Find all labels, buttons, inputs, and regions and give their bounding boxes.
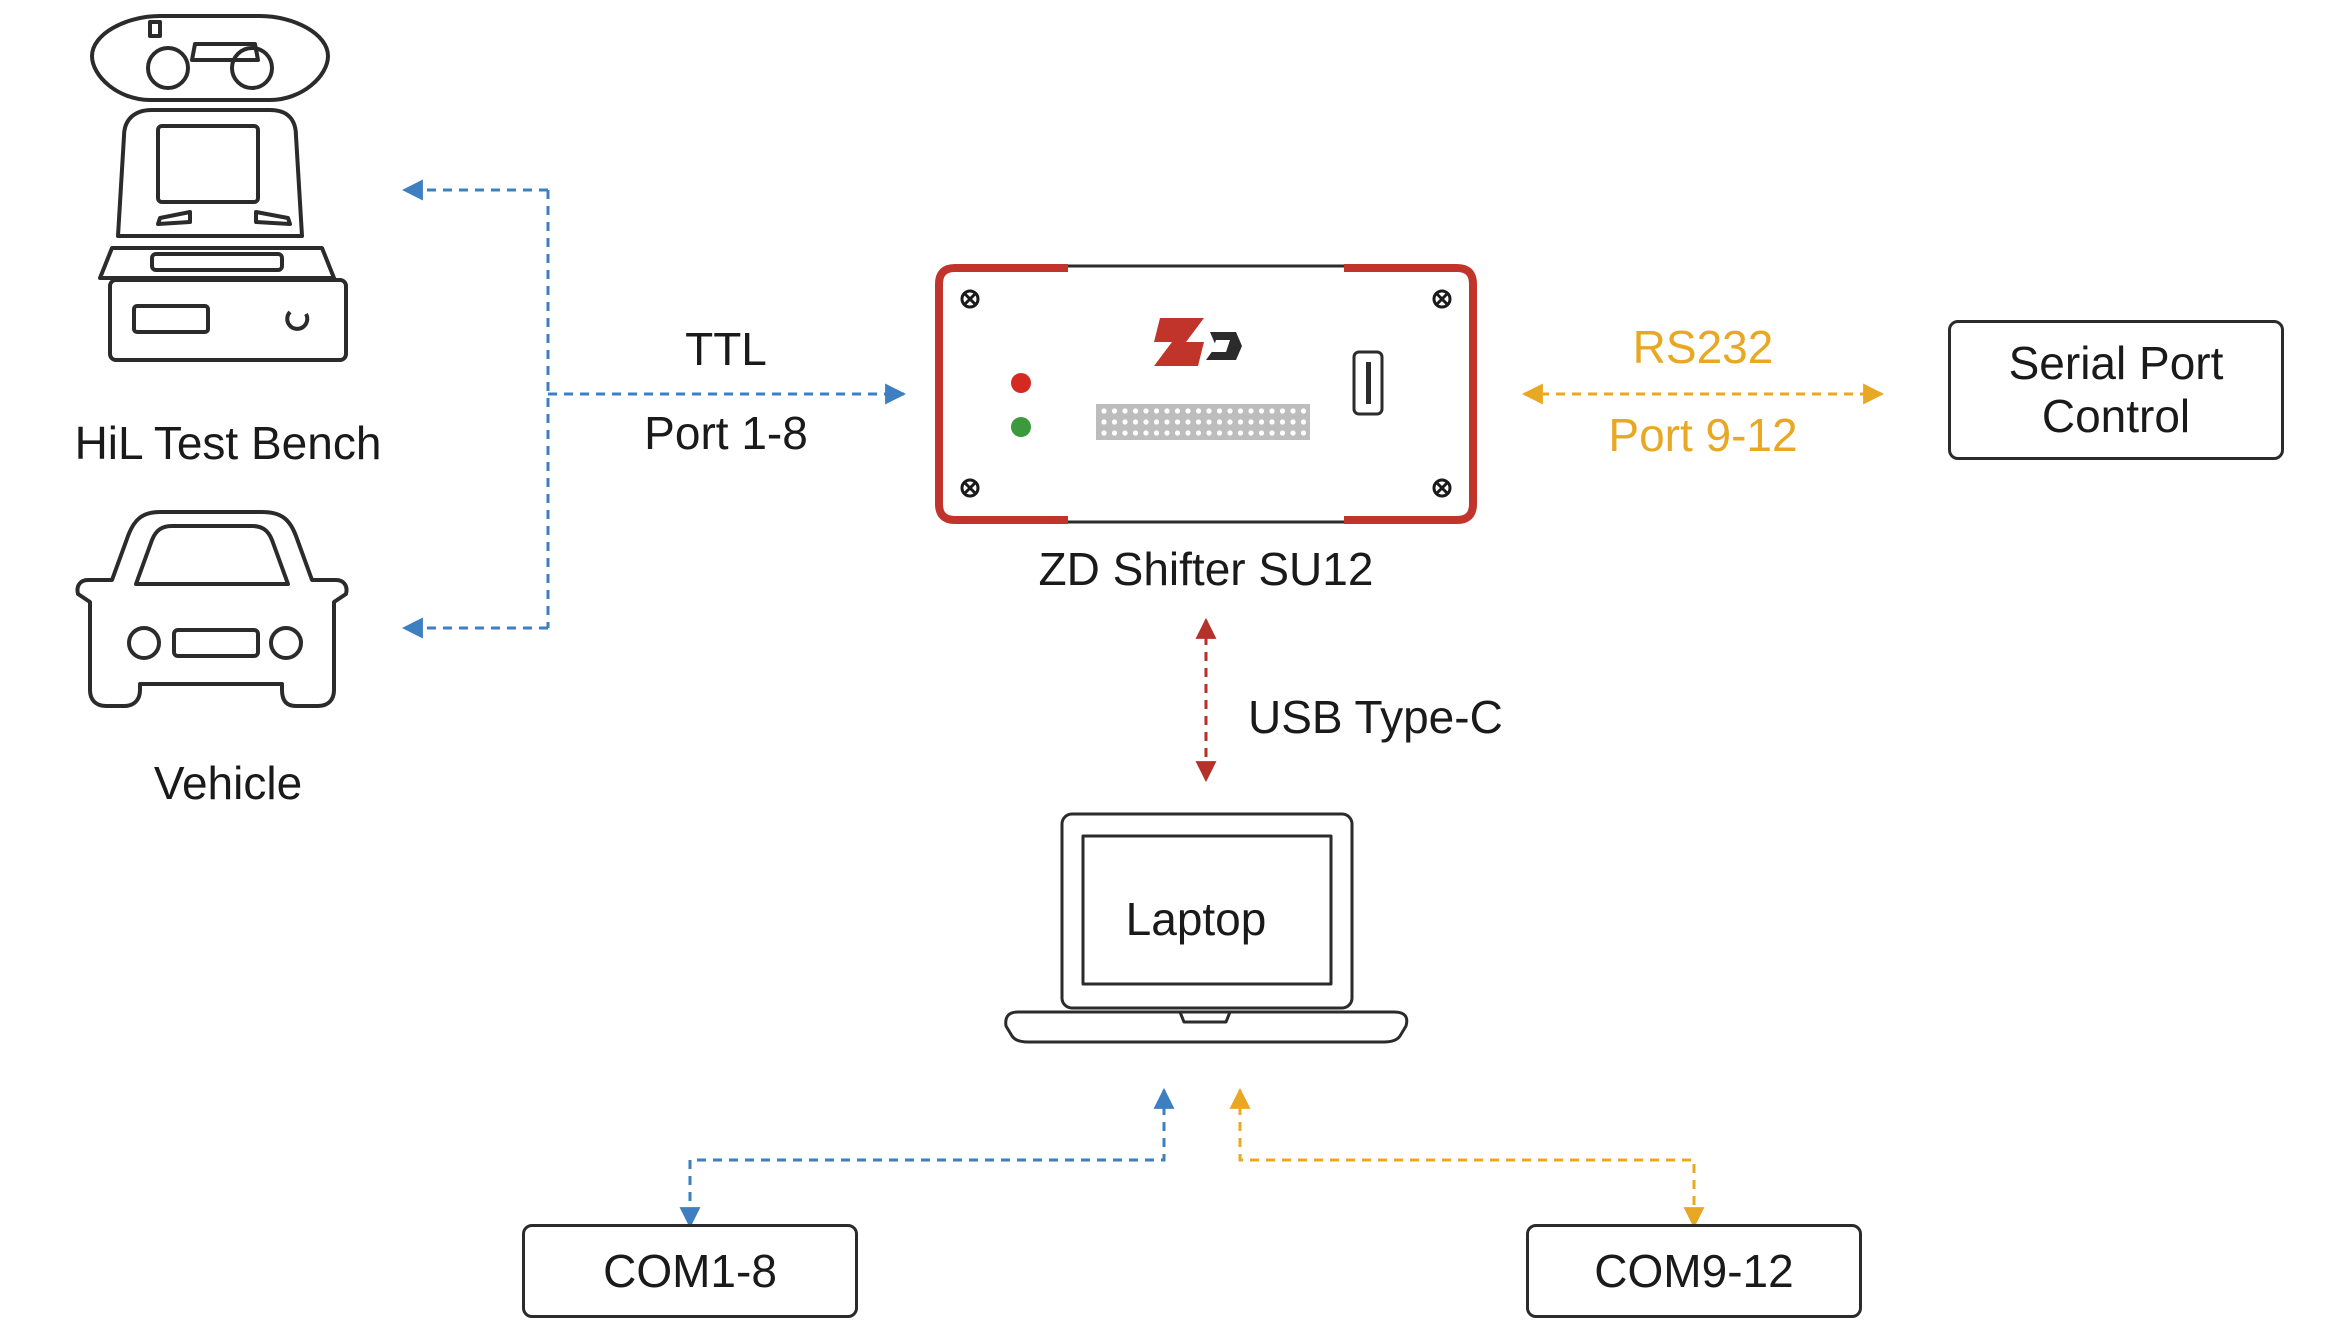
connector-pin bbox=[1164, 408, 1170, 414]
connector-pin bbox=[1237, 419, 1244, 425]
connector-pin bbox=[1279, 408, 1286, 414]
laptop-label: Laptop bbox=[1125, 893, 1267, 945]
vehicle-icon bbox=[75, 510, 349, 708]
connector-pin bbox=[1111, 430, 1118, 436]
usb-label: USB Type-C bbox=[1248, 691, 1503, 743]
connector-pin bbox=[1216, 408, 1223, 414]
connector-pin bbox=[1258, 430, 1265, 436]
connector-pin bbox=[1206, 430, 1212, 436]
connector-pin bbox=[1153, 419, 1160, 425]
connector-pin bbox=[1206, 419, 1212, 425]
connector-pin bbox=[1279, 419, 1286, 425]
connector-pin bbox=[1227, 408, 1233, 414]
connector-pin bbox=[1132, 430, 1139, 436]
connector-pin bbox=[1237, 430, 1244, 436]
laptop-icon bbox=[1004, 812, 1409, 1044]
hil-test-bench-label: HiL Test Bench bbox=[74, 417, 382, 469]
connector-pin bbox=[1101, 408, 1107, 414]
connector-pin bbox=[1290, 430, 1296, 436]
connector-pin bbox=[1132, 419, 1139, 425]
connector-pin bbox=[1143, 430, 1149, 436]
serial-port-control-box: Serial Port Control bbox=[1948, 320, 2284, 460]
connector-pin bbox=[1227, 430, 1233, 436]
connector-pin bbox=[1227, 419, 1233, 425]
connector-pin bbox=[1290, 419, 1296, 425]
connector-pin bbox=[1153, 408, 1160, 414]
connector-pin bbox=[1216, 419, 1223, 425]
connector-pin bbox=[1290, 408, 1296, 414]
connector-pin bbox=[1269, 408, 1275, 414]
connector-pin bbox=[1206, 408, 1212, 414]
connector-pin bbox=[1122, 430, 1128, 436]
connector-pin bbox=[1122, 408, 1128, 414]
connector-pin bbox=[1195, 419, 1202, 425]
connector-pin bbox=[1153, 430, 1160, 436]
com9-12-link bbox=[1229, 1087, 1705, 1229]
connector-pin bbox=[1143, 419, 1149, 425]
connector-pin bbox=[1258, 408, 1265, 414]
connector-pin bbox=[1101, 419, 1107, 425]
connector-pin bbox=[1269, 430, 1275, 436]
connector-pin bbox=[1248, 408, 1254, 414]
connector-pin bbox=[1185, 408, 1191, 414]
ttl-ports-label: Port 1-8 bbox=[644, 407, 808, 459]
com1-8-box: COM1-8 bbox=[522, 1224, 858, 1318]
connector-pin bbox=[1300, 430, 1307, 436]
pin-grid bbox=[1101, 408, 1307, 436]
connector-pin bbox=[1164, 430, 1170, 436]
connector-pin bbox=[1111, 419, 1118, 425]
com1-8-label: COM1-8 bbox=[603, 1244, 777, 1297]
serial-port-control-line2: Control bbox=[2041, 390, 2191, 442]
connector-pin bbox=[1174, 430, 1181, 436]
connector-pin bbox=[1185, 419, 1191, 425]
vehicle-label: Vehicle bbox=[153, 757, 303, 809]
connector-pin bbox=[1300, 419, 1307, 425]
com9-12-box: COM9-12 bbox=[1526, 1224, 1862, 1318]
connector-pin bbox=[1111, 408, 1118, 414]
connector-pin bbox=[1248, 419, 1254, 425]
connector-pin bbox=[1174, 408, 1181, 414]
rs232-ports-label: Port 9-12 bbox=[1608, 409, 1798, 461]
connector-pin bbox=[1132, 408, 1139, 414]
connector-pin bbox=[1237, 408, 1244, 414]
hil-test-bench-icon bbox=[90, 14, 348, 362]
connector-pin bbox=[1195, 408, 1202, 414]
rs232-protocol-label: RS232 bbox=[1632, 321, 1774, 373]
connector-pin bbox=[1258, 419, 1265, 425]
brand-logo-icon bbox=[1154, 318, 1242, 366]
connector-pin bbox=[1195, 430, 1202, 436]
ttl-link bbox=[401, 179, 907, 639]
com1-8-link bbox=[679, 1087, 1175, 1229]
connector-pin bbox=[1122, 419, 1128, 425]
connector-pin bbox=[1143, 408, 1149, 414]
zd-shifter-device bbox=[935, 264, 1477, 524]
connector-pin bbox=[1101, 430, 1107, 436]
red-led-icon bbox=[1011, 373, 1031, 393]
connector-pin bbox=[1185, 430, 1191, 436]
serial-port-control-line1: Serial Port bbox=[2008, 337, 2224, 390]
connector-pin bbox=[1300, 408, 1307, 414]
screw-icon bbox=[960, 289, 1452, 498]
ttl-protocol-label: TTL bbox=[685, 323, 767, 375]
device-label: ZD Shifter SU12 bbox=[1038, 543, 1374, 595]
connector-pin bbox=[1279, 430, 1286, 436]
green-led-icon bbox=[1011, 417, 1031, 437]
connector-pin bbox=[1248, 430, 1254, 436]
connector-pin bbox=[1269, 419, 1275, 425]
connector-pin bbox=[1164, 419, 1170, 425]
connector-pin bbox=[1174, 419, 1181, 425]
com9-12-label: COM9-12 bbox=[1594, 1244, 1794, 1297]
pin-header-connector bbox=[1096, 404, 1310, 440]
connector-pin bbox=[1216, 430, 1223, 436]
